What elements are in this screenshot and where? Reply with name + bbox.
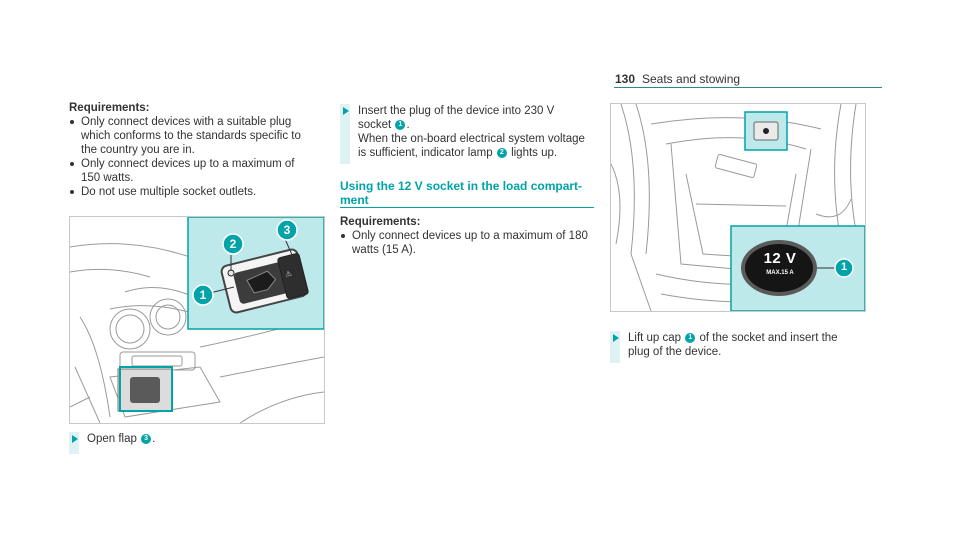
subheading-load-compartment: Using the 12 V socket in the load compar… xyxy=(340,179,583,207)
requirements-block-1: Requirements: Only connect devices with … xyxy=(69,101,325,199)
step-arrow-icon xyxy=(343,107,349,115)
load-compartment-drawing xyxy=(611,104,865,311)
step-lift-cap: Lift up cap 1 of the socket and insert t… xyxy=(610,331,866,363)
subheading-rule xyxy=(340,207,594,208)
requirements-heading: Requirements: xyxy=(340,216,421,228)
callout-badge: 2 xyxy=(496,147,507,158)
socket-sublabel: MAX.15 A xyxy=(766,270,794,276)
callout-badge: 1 xyxy=(395,119,406,130)
callout-badge: 3 xyxy=(141,433,152,444)
step-arrow-icon xyxy=(72,435,78,443)
callout-badge: 1 xyxy=(685,332,696,343)
callout-2-marker: 2 xyxy=(222,233,244,255)
callout-circle-icon xyxy=(276,219,298,241)
step-arrow-icon xyxy=(613,334,619,342)
requirements-heading: Requirements: xyxy=(69,102,150,114)
callout-label: 2 xyxy=(229,237,237,251)
load-compartment-illustration: 12 V MAX.15 A 1 xyxy=(610,103,866,312)
callout-1-marker: 1 xyxy=(192,284,214,306)
step-text: Open flap 3. xyxy=(87,433,156,445)
list-item: Only connect devices with a suitable plu… xyxy=(69,115,311,157)
list-item: Only connect devices up to a maximum of … xyxy=(69,157,311,185)
step-bar xyxy=(340,104,350,164)
callout-1-marker: 1 xyxy=(834,258,854,278)
step-text: Lift up cap 1 of the socket and insert t… xyxy=(628,332,838,358)
callout-label: 3 xyxy=(283,223,291,237)
step-bar xyxy=(610,331,620,363)
section-title: Seats and stowing xyxy=(642,72,741,86)
socket-label: 12 V xyxy=(763,250,797,267)
callout-label: 1 xyxy=(840,261,848,273)
step-bar xyxy=(69,432,79,454)
callout-3-marker: 3 xyxy=(276,219,298,241)
requirements-list: Only connect devices with a suitable plu… xyxy=(69,115,325,199)
callout-circle-icon xyxy=(192,284,214,306)
callout-circle-icon xyxy=(834,258,854,278)
callout-circle-icon xyxy=(222,233,244,255)
requirements-block-2: Requirements: Only connect devices up to… xyxy=(340,215,596,257)
requirements-list: Only connect devices up to a maximum of … xyxy=(340,229,596,257)
step-text: Insert the plug of the device into 230 V… xyxy=(358,105,585,159)
callout-label: 1 xyxy=(199,288,207,302)
svg-text:⚠: ⚠ xyxy=(285,269,294,278)
step-insert-plug: Insert the plug of the device into 230 V… xyxy=(340,104,596,164)
header-rule xyxy=(614,87,882,88)
step-open-flap: Open flap 3. xyxy=(69,432,269,454)
list-item: Do not use multiple socket outlets. xyxy=(69,185,325,199)
console-socket-illustration: ⚠ 2 3 1 xyxy=(69,216,325,424)
list-item: Only connect devices up to a maximum of … xyxy=(340,229,588,257)
console-socket-drawing: ⚠ xyxy=(70,217,324,423)
page-number: 130 xyxy=(615,72,636,86)
